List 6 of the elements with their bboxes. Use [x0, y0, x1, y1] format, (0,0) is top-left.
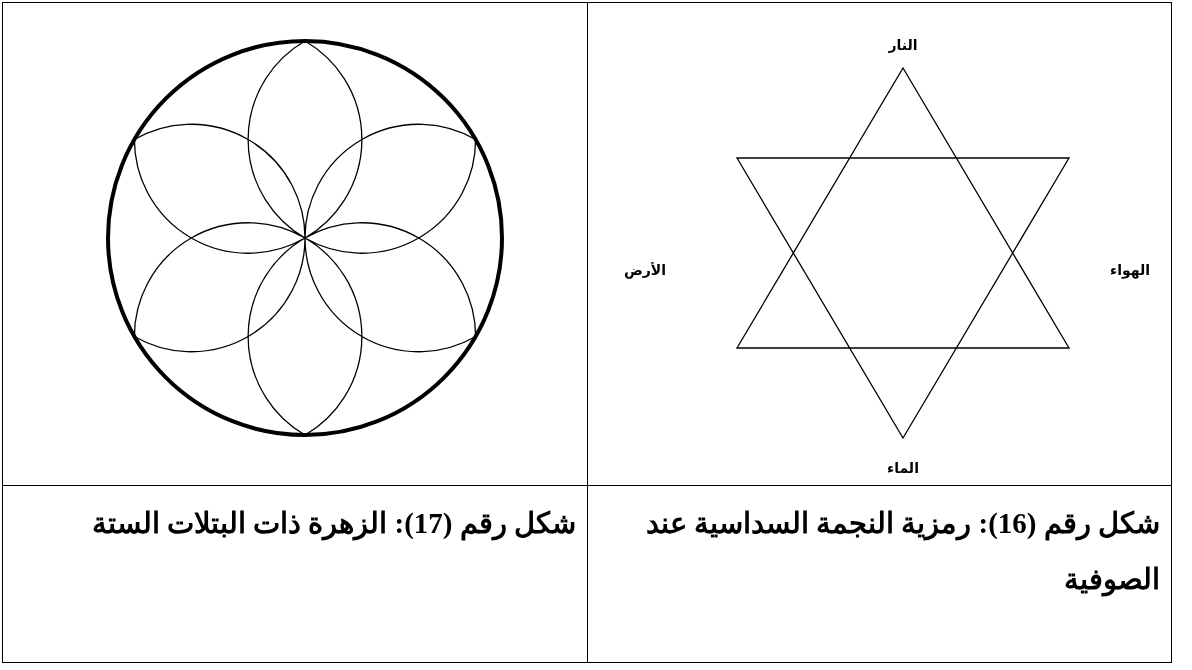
element-label: الماء — [887, 460, 919, 476]
figure-caption: شكل رقم (17): الزهرة ذات البتلات الستة — [90, 506, 576, 543]
element-label: الأرض — [623, 262, 667, 278]
element-label: النار — [888, 37, 918, 53]
figure-caption: شكل رقم (16): رمزية النجمة السداسية عند الصوفية — [644, 506, 1160, 599]
element-label: الهواء — [1110, 262, 1150, 278]
